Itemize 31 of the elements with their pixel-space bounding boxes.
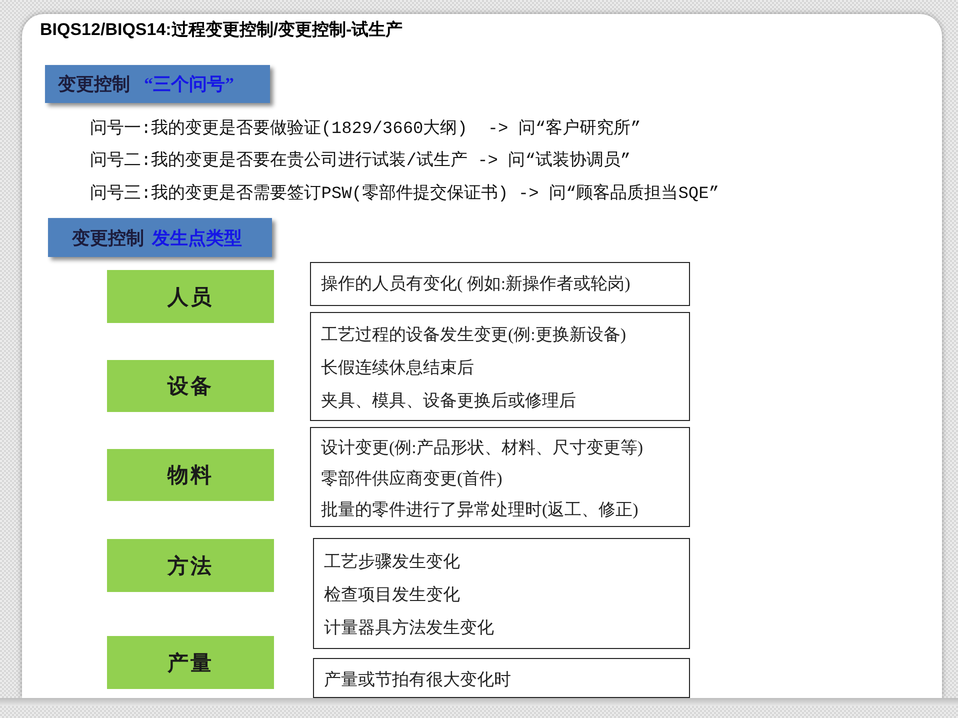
description-text: 操作的人员有变化( 例如:新操作者或轮岗) xyxy=(321,273,632,295)
question-text: 问号二:我的变更是否要在贵公司进行试装/试生产 -> 问“试装协调员” xyxy=(90,151,631,173)
description-text: 长假连续休息结束后 xyxy=(321,357,475,379)
banner-highlight: 发生点类型 xyxy=(152,226,242,248)
description-box xyxy=(313,538,690,649)
description-box xyxy=(310,262,690,306)
category-box: 方法 xyxy=(107,539,274,592)
description-text: 工艺步骤发生变化 xyxy=(324,551,461,573)
banner-heading: 变更控制 xyxy=(72,226,144,248)
description-box xyxy=(310,427,690,527)
description-text: 检查项目发生变化 xyxy=(324,584,461,606)
category-box: 物料 xyxy=(107,449,274,501)
category-box: 人员 xyxy=(107,270,274,323)
description-text: 工艺过程的设备发生变更(例:更换新设备) xyxy=(321,324,628,346)
description-text: 计量器具方法发生变化 xyxy=(324,617,495,639)
slide-title: BIQS12/BIQS14:过程变更控制/变更控制-试生产 xyxy=(40,19,403,41)
question-text: 问号三:我的变更是否需要签订PSW(零部件提交保证书) -> 问“顾客品质担当SQE” xyxy=(90,184,720,206)
description-text: 批量的零件进行了异常处理时(返工、修正) xyxy=(321,499,640,521)
description-text: 设计变更(例:产品形状、材料、尺寸变更等) xyxy=(321,437,644,459)
description-text: 夹具、模具、设备更换后或修理后 xyxy=(321,390,577,412)
banner-highlight: “三个问号” xyxy=(144,73,234,95)
question-text: 问号一:我的变更是否要做验证(1829/3660大纲) -> 问“客户研究所” xyxy=(90,119,641,141)
section-banner xyxy=(45,65,270,103)
banner-heading: 变更控制 xyxy=(58,73,130,95)
description-box xyxy=(310,312,690,421)
category-box: 产量 xyxy=(107,636,274,689)
description-text: 零部件供应商变更(首件) xyxy=(321,468,504,490)
description-box xyxy=(313,658,690,698)
section-banner xyxy=(48,218,272,257)
category-box: 设备 xyxy=(107,360,274,412)
description-text: 产量或节拍有很大变化时 xyxy=(324,669,512,691)
